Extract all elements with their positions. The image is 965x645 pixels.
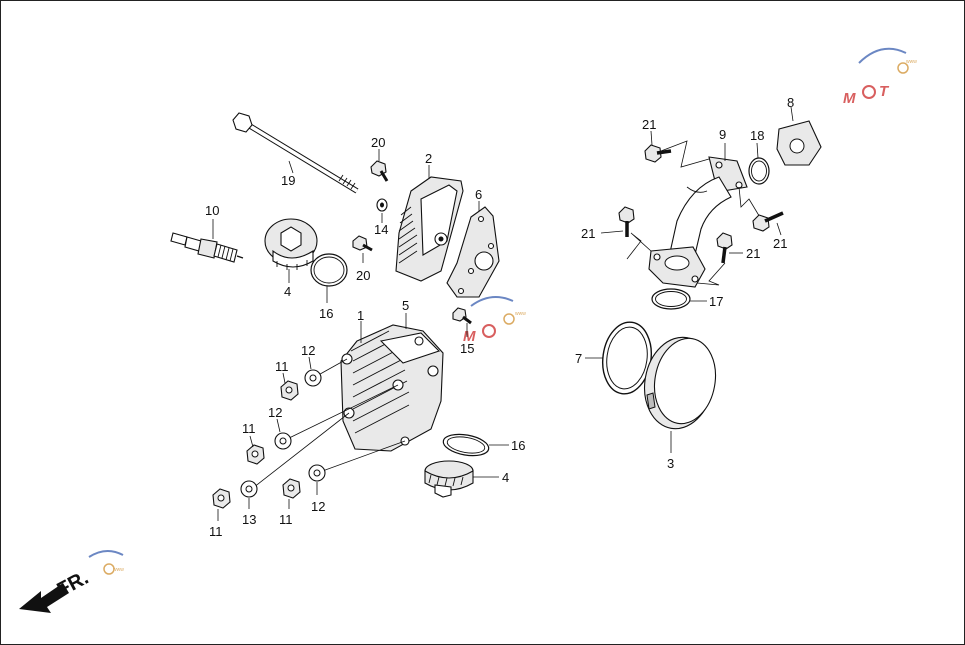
part-8-plate <box>776 120 822 166</box>
svg-text:www: www <box>906 59 917 65</box>
part-14-washer <box>376 198 388 212</box>
part-21-bolt-right <box>752 211 784 232</box>
part-10-spark-plug <box>170 232 244 263</box>
label-11b: 11 <box>242 421 256 436</box>
part-11-nut-a <box>280 380 299 401</box>
guide-line-d <box>316 440 406 474</box>
label-5: 5 <box>402 298 409 313</box>
label-3: 3 <box>667 456 674 471</box>
part-13-washer <box>240 480 258 498</box>
label-2: 2 <box>425 151 432 166</box>
label-20a: 20 <box>371 135 385 150</box>
leader-11b <box>249 435 254 448</box>
part-11-nut-d <box>282 478 301 499</box>
label-7: 7 <box>575 351 582 366</box>
zigzag-guide-right <box>738 186 762 220</box>
leader-12a <box>308 356 312 370</box>
part-15-bolt <box>452 307 472 325</box>
label-8: 8 <box>787 95 794 110</box>
part-21-bolt-left <box>618 206 635 237</box>
part-21-bolt-mid <box>716 232 733 264</box>
label-21c: 21 <box>746 246 760 261</box>
part-11-nut-c <box>212 488 231 509</box>
label-20b: 20 <box>356 268 370 283</box>
leader-18 <box>756 142 759 159</box>
label-21a: 21 <box>642 117 656 132</box>
part-11-nut-b <box>246 444 265 465</box>
zigzag-guide-bottom <box>696 262 726 286</box>
part-21-bolt-top <box>644 144 672 163</box>
part-18-oring <box>748 157 770 185</box>
label-6: 6 <box>475 187 482 202</box>
zigzag-guide-top <box>660 140 710 168</box>
part-20-bolt-mid <box>352 235 373 252</box>
label-12c: 12 <box>311 499 325 514</box>
part-12-washer-c <box>308 464 326 482</box>
label-16b: 16 <box>511 438 525 453</box>
svg-text:M: M <box>843 90 856 107</box>
leader-21a <box>650 130 653 146</box>
part-16-oring-upper <box>310 253 348 287</box>
label-1: 1 <box>357 308 364 323</box>
label-11a: 11 <box>275 359 289 374</box>
label-4a: 4 <box>284 284 291 299</box>
part-4-cap-lower <box>424 460 474 498</box>
watermark-logo-middle: M www <box>463 296 526 345</box>
leader-11a <box>282 372 286 384</box>
front-direction-arrow <box>19 583 69 613</box>
leader-21d <box>776 222 782 236</box>
label-13: 13 <box>242 512 256 527</box>
label-16a: 16 <box>319 306 333 321</box>
label-4b: 4 <box>502 470 509 485</box>
svg-text:M: M <box>463 328 476 345</box>
zigzag-guide-left <box>626 232 652 260</box>
label-18: 18 <box>750 128 764 143</box>
watermark-logo-bottom-left: www <box>88 550 124 575</box>
label-10: 10 <box>205 203 219 218</box>
part-9-intake-pipe <box>648 156 748 288</box>
label-15: 15 <box>460 341 474 356</box>
guide-line-c <box>248 412 350 492</box>
part-12-washer-b <box>274 432 292 450</box>
watermark-logo-top-right: M T www <box>843 47 917 107</box>
label-11c: 11 <box>209 524 223 539</box>
leader-19 <box>288 160 294 174</box>
svg-text:T: T <box>879 83 890 100</box>
leader-21b <box>600 230 624 234</box>
part-20-bolt-top <box>370 160 389 182</box>
leader-8 <box>790 106 794 122</box>
part-4-cap-upper <box>264 218 318 270</box>
guide-line-b <box>282 384 399 442</box>
leader-12b <box>276 418 281 433</box>
label-12a: 12 <box>301 343 315 358</box>
part-19-stud-bolt <box>232 112 359 194</box>
part-16-oring-lower <box>442 433 490 457</box>
part-3-side-cover <box>644 336 717 430</box>
label-21d: 21 <box>773 236 787 251</box>
part-6-gasket <box>446 206 500 298</box>
part-2-finned-cover <box>395 176 464 282</box>
label-21b: 21 <box>581 226 595 241</box>
svg-text:www: www <box>113 567 124 573</box>
label-17: 17 <box>709 294 723 309</box>
svg-text:www: www <box>515 311 526 317</box>
label-9: 9 <box>719 127 726 142</box>
part-12-washer-a <box>304 369 322 387</box>
label-14: 14 <box>374 222 388 237</box>
label-11d: 11 <box>279 512 293 527</box>
label-19: 19 <box>281 173 295 188</box>
label-12b: 12 <box>268 405 282 420</box>
part-17-oring <box>651 288 691 310</box>
